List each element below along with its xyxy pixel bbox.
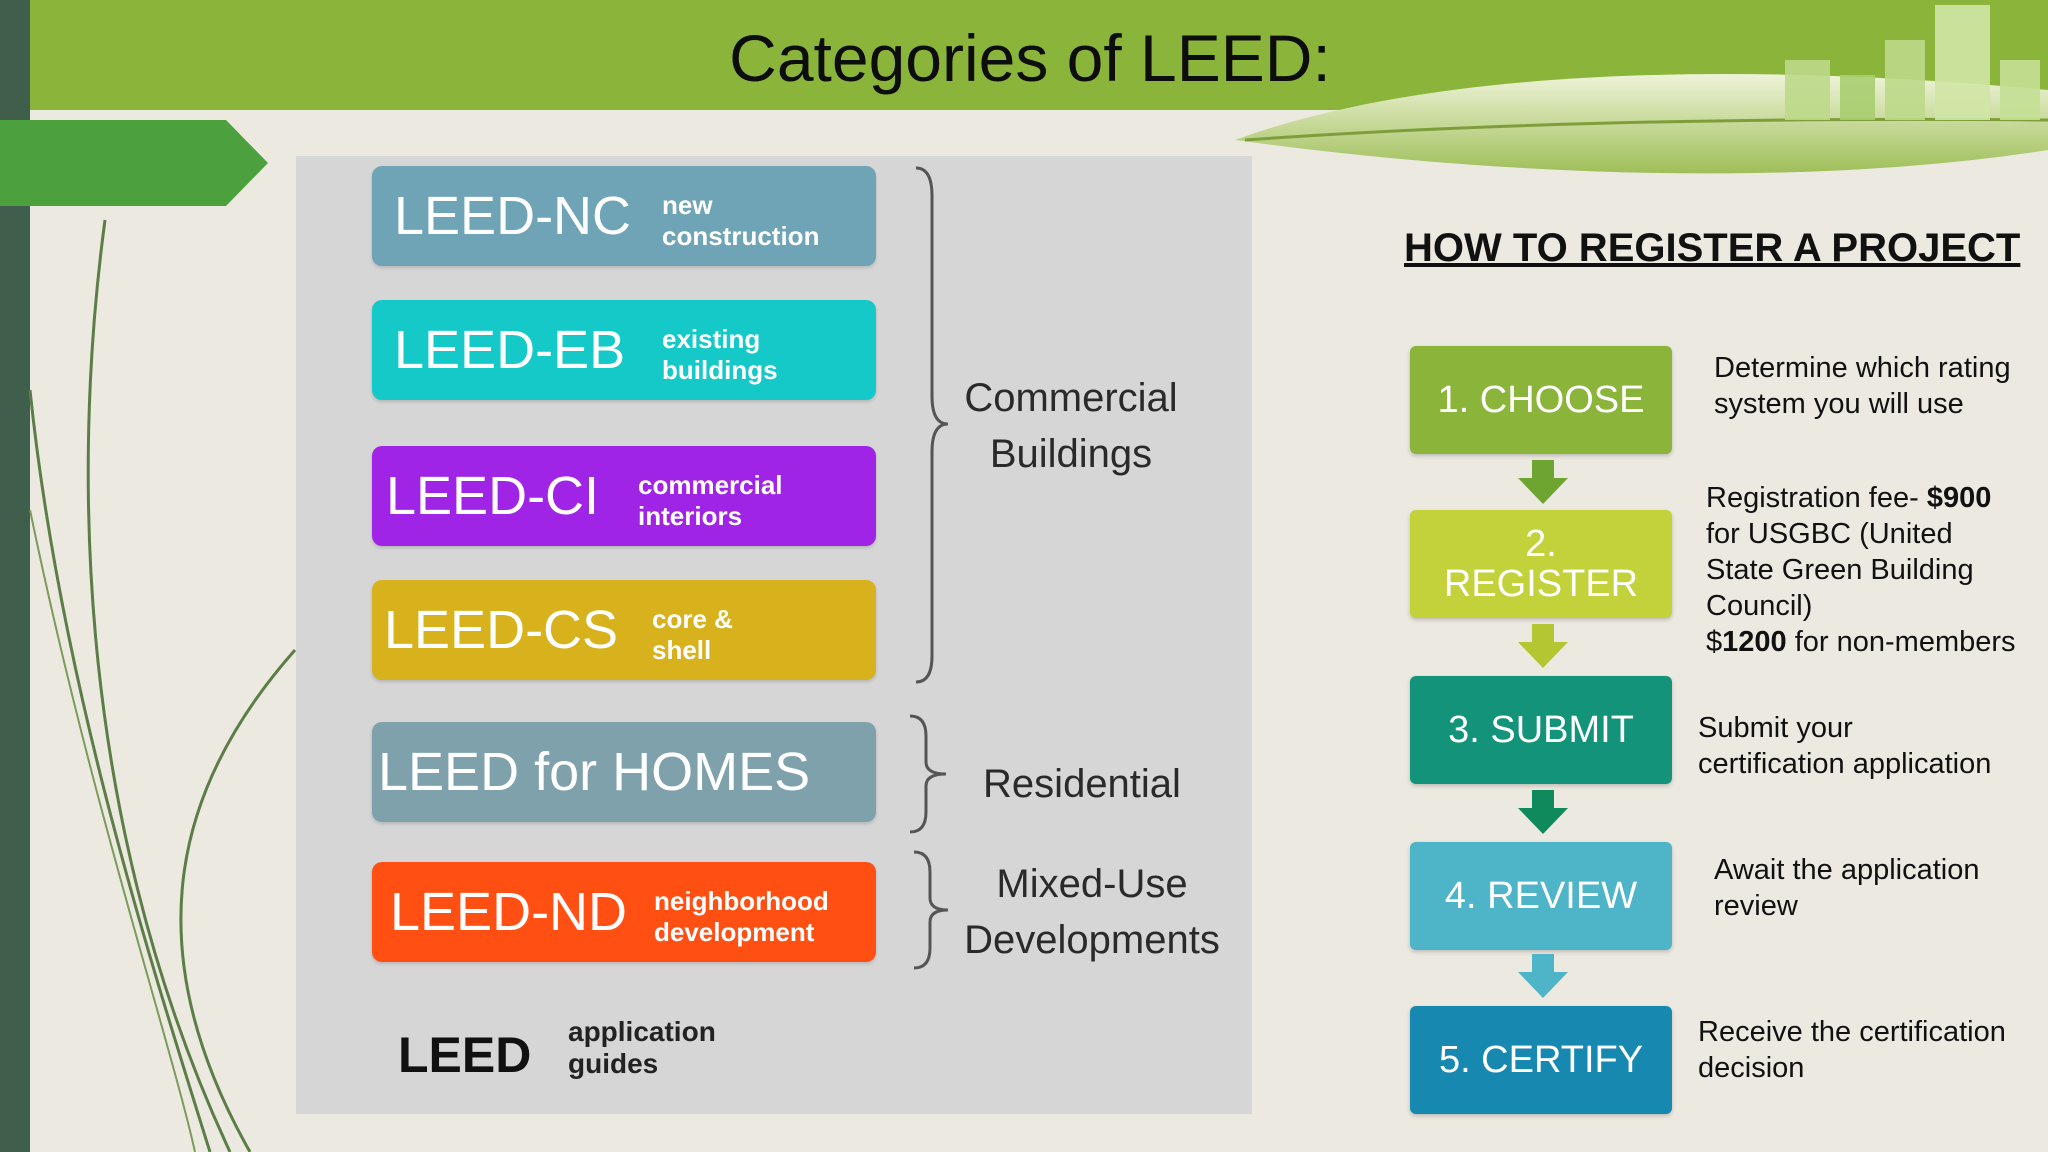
category-desc: core & shell [652,604,733,665]
category-leed-nd: LEED-ND neighborhood development [372,862,876,962]
grouping-braces [909,166,949,970]
fee-nonmember: 1200 [1722,626,1787,658]
category-code: LEED-NC [394,186,632,246]
category-code: LEED for HOMES [378,742,811,802]
step-desc-submit: Submit your certification application [1698,712,1992,780]
step-submit: 3. SUBMIT [1410,676,1672,784]
application-guides-label: application guides [568,1016,716,1079]
down-arrow-icon [1518,954,1568,998]
leed-logo: LEED [398,1027,532,1083]
arrow-tab-icon [0,120,268,206]
group-label-mixed-use: Mixed-Use Developments [964,862,1220,962]
step-certify: 5. CERTIFY [1410,1006,1672,1114]
category-leed-ci: LEED-CI commercial interiors [372,446,876,546]
fee-text: for non-members [1786,626,2016,658]
step-choose: 1. CHOOSE [1410,346,1672,454]
group-label-residential: Residential [983,762,1181,806]
down-arrow-icon [1518,460,1568,504]
step-label: 5. CERTIFY [1438,1039,1644,1081]
step-register: 2. REGISTER [1410,510,1672,618]
fee-text: for USGBC (United State Green Building C… [1706,518,1974,622]
step-label: 3. SUBMIT [1448,709,1634,751]
category-code: LEED-CS [384,600,619,660]
decorative-swoosh [28,219,297,1152]
down-arrow-icon [1518,790,1568,834]
fee-currency: $ [1706,626,1723,658]
step-label: 2. REGISTER [1443,523,1639,605]
step-review: 4. REVIEW [1410,842,1672,950]
leaf-city-graphic [1235,5,2048,174]
step-desc-register: Registration fee- $900 for USGBC (United… [1706,480,2026,660]
category-desc: existing buildings [662,324,778,385]
category-desc: neighborhood development [654,886,829,947]
category-leed-cs: LEED-CS core & shell [372,580,876,680]
category-leed-nc: LEED-NC new construction [372,166,876,266]
step-desc-review: Await the application review [1714,854,1980,922]
category-code: LEED-ND [390,882,628,942]
category-desc: commercial interiors [638,470,783,531]
step-desc-choose: Determine which rating system you will u… [1714,352,2011,420]
category-leed-eb: LEED-EB existing buildings [372,300,876,400]
category-code: LEED-CI [386,466,600,526]
group-label-commercial: Commercial Buildings [964,376,1178,476]
fee-usgbc: $900 [1926,482,1992,514]
step-desc-certify: Receive the certification decision [1698,1016,2006,1084]
category-desc: new construction [662,190,820,251]
step-label: 1. CHOOSE [1437,379,1645,421]
down-arrow-icon [1518,624,1568,668]
category-code: LEED-EB [394,320,626,380]
leed-categories-panel: LEED-NC new construction LEED-EB existin… [296,156,1252,1114]
category-leed-homes: LEED for HOMES [372,722,876,822]
register-heading: HOW TO REGISTER A PROJECT [1404,226,2021,270]
slide-title: Categories of LEED: [729,21,1331,95]
fee-text: Registration fee- [1706,482,1927,514]
step-label: 4. REVIEW [1444,875,1638,917]
